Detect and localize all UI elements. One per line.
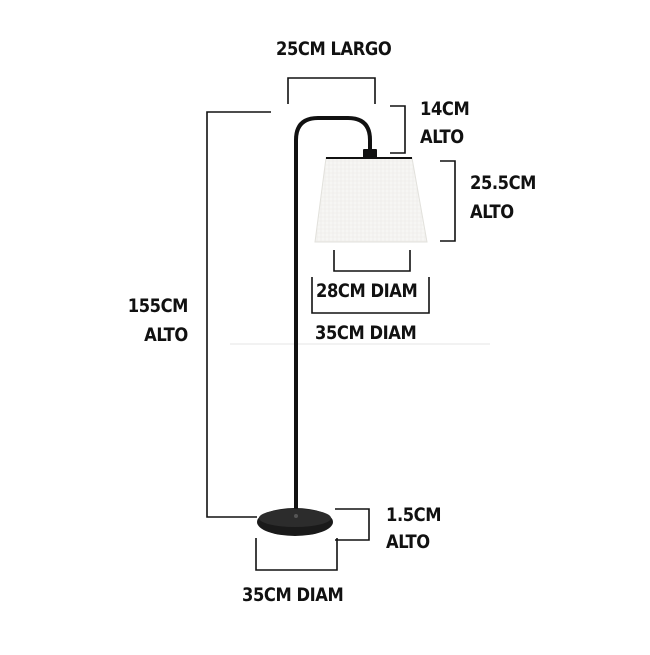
label-total-height-value: 155CM <box>127 295 189 317</box>
bracket-base-diam <box>255 538 338 571</box>
bracket-shade-top-diam <box>333 250 411 272</box>
label-base-height-unit: ALTO <box>386 531 430 553</box>
bracket-shade-width <box>287 77 376 104</box>
lamp-socket <box>363 149 377 158</box>
label-arm-height-unit: ALTO <box>420 126 464 148</box>
bracket-base-height <box>335 508 370 541</box>
label-total-height-unit: ALTO <box>144 324 188 346</box>
label-base-diam: 35CM DIAM <box>242 584 344 606</box>
label-shade-width: 25CM LARGO <box>276 38 392 60</box>
label-shade-bottom-diam: 35CM DIAM <box>315 322 417 344</box>
lamp-shade <box>314 157 428 243</box>
bracket-total-height <box>206 111 271 518</box>
floor-lamp <box>257 116 428 536</box>
label-base-height-value: 1.5CM <box>386 504 442 526</box>
lamp-pole <box>294 116 372 516</box>
bracket-arm-height <box>390 105 406 154</box>
label-shade-height-value: 25.5CM <box>470 172 536 194</box>
label-shade-top-diam: 28CM DIAM <box>316 280 418 302</box>
bracket-shade-height <box>440 160 456 242</box>
label-arm-height-value: 14CM <box>420 98 470 120</box>
label-shade-height-unit: ALTO <box>470 201 514 223</box>
dimension-lines <box>206 77 456 571</box>
bracket-shade-bottom-diam <box>311 277 430 314</box>
